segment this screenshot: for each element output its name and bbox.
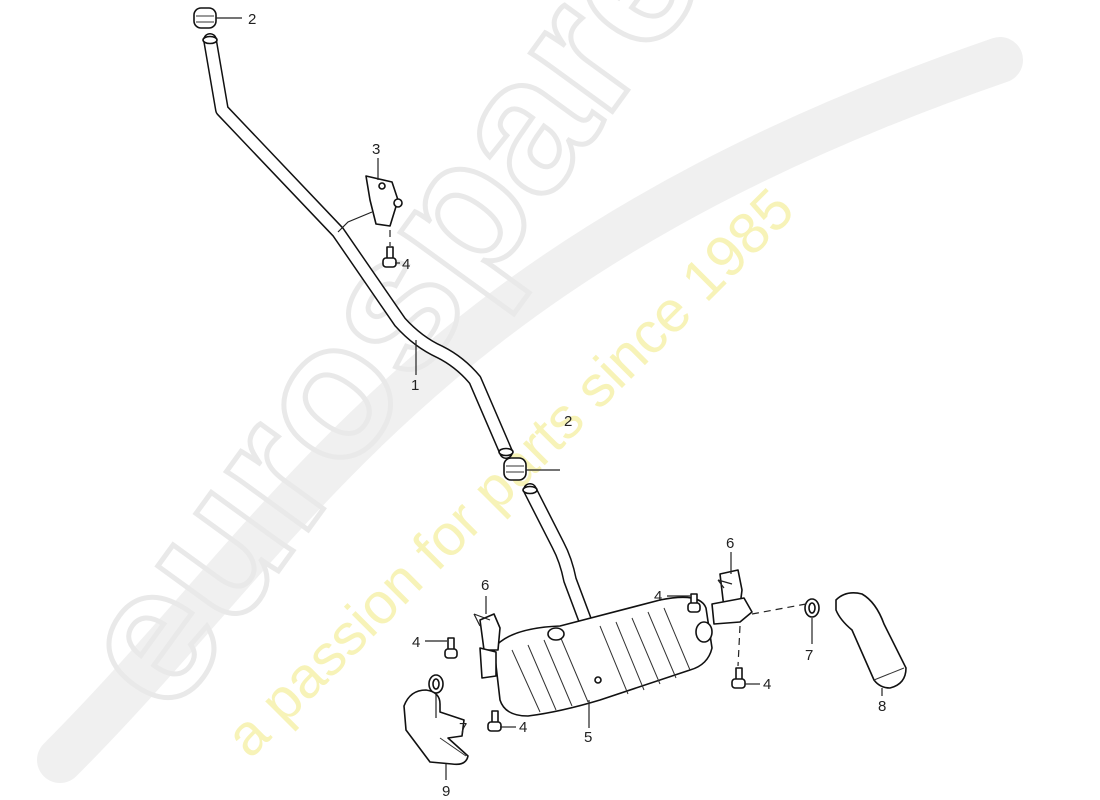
part-4-bolt-top[interactable] <box>382 246 397 268</box>
callouts: 2 3 4 1 2 6 6 4 4 4 4 5 7 7 8 9 <box>248 11 886 800</box>
callout-7-right: 7 <box>805 647 813 664</box>
callout-4-right-bottom: 4 <box>763 676 771 693</box>
callout-6-right: 6 <box>726 535 734 552</box>
callout-5: 5 <box>584 729 592 746</box>
callout-8: 8 <box>878 698 886 715</box>
leader-lines <box>216 17 883 780</box>
part-2-clamp-top[interactable] <box>193 7 217 29</box>
part-1-rear-pipe-segment[interactable] <box>522 483 595 635</box>
part-7-clamp-left[interactable] <box>428 674 444 694</box>
part-4-bolt-right-top[interactable] <box>687 593 701 613</box>
callout-4-top: 4 <box>402 256 410 273</box>
part-6-bracket-left[interactable] <box>479 613 501 679</box>
callout-1: 1 <box>411 377 419 394</box>
callout-9: 9 <box>442 783 450 800</box>
callout-6-left: 6 <box>481 577 489 594</box>
part-4-bolt-left[interactable] <box>444 637 458 659</box>
callout-4-right-top: 4 <box>654 588 662 605</box>
callout-4-left: 4 <box>412 634 420 651</box>
callout-4-bottom: 4 <box>519 719 527 736</box>
part-2-clamp-middle[interactable] <box>503 457 527 481</box>
part-9-tailpipe-left[interactable] <box>403 689 469 766</box>
part-6-bracket-right[interactable] <box>711 569 753 625</box>
part-1-front-pipe[interactable] <box>202 33 514 459</box>
callout-3: 3 <box>372 141 380 158</box>
part-5-rear-silencer[interactable] <box>493 596 713 717</box>
part-4-bolt-bottom[interactable] <box>487 710 502 732</box>
callout-2-top: 2 <box>248 11 256 28</box>
callout-7-left: 7 <box>459 720 467 737</box>
callout-2-middle: 2 <box>564 413 572 430</box>
part-7-clamp-right[interactable] <box>804 598 820 618</box>
part-3-hanger-bracket[interactable] <box>337 175 403 233</box>
part-8-tailpipe-right[interactable] <box>835 592 907 689</box>
part-4-bolt-right-bottom[interactable] <box>731 667 746 689</box>
